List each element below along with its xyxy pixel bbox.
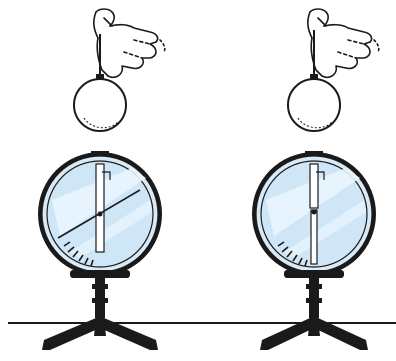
electroscope-left	[38, 9, 165, 350]
tripod-stand	[260, 278, 368, 350]
metal-sphere	[288, 79, 340, 131]
tripod-stand	[42, 278, 158, 350]
pivot	[312, 210, 317, 215]
electroscope-right	[252, 9, 379, 350]
inner-rod	[96, 164, 104, 252]
case-base	[284, 270, 344, 278]
hand-icon	[308, 9, 379, 77]
case-base	[70, 270, 130, 278]
hand-icon	[94, 9, 165, 77]
pivot	[98, 212, 103, 217]
inner-rod	[310, 164, 318, 208]
pointer-needle	[311, 210, 317, 264]
metal-sphere	[74, 79, 126, 131]
